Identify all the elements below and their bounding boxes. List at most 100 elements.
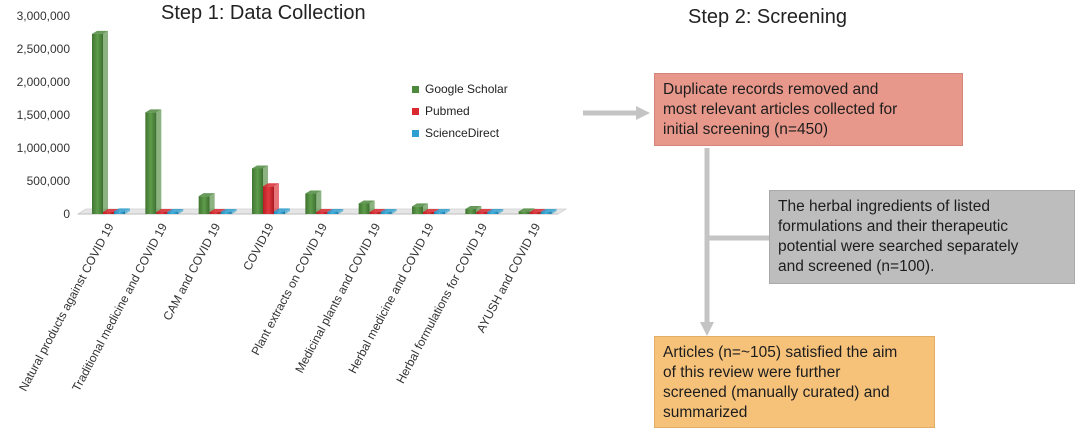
bar-front bbox=[263, 186, 274, 214]
bar-side bbox=[338, 209, 344, 214]
flow-arrows bbox=[583, 106, 769, 336]
bar-front bbox=[358, 203, 370, 214]
y-tick-label: 500,000 bbox=[27, 174, 71, 188]
bar-top bbox=[220, 209, 237, 212]
bar-top bbox=[369, 209, 386, 212]
screening-box-duplicates-removed: Duplicate records removed and most relev… bbox=[654, 73, 963, 146]
bar-top bbox=[145, 109, 162, 113]
bar-sciencedirect bbox=[220, 209, 237, 214]
x-tick-label: Natural products against COVID 19 bbox=[16, 221, 117, 394]
bar-front bbox=[369, 212, 381, 214]
bar-top bbox=[423, 209, 439, 212]
x-tick-label: Traditional medicine and COVID 19 bbox=[69, 221, 170, 394]
chart-bars bbox=[92, 30, 557, 214]
bar-front bbox=[220, 212, 232, 214]
legend-item: Pubmed bbox=[412, 104, 470, 118]
bar-google-scholar bbox=[198, 193, 215, 214]
bar-side bbox=[316, 190, 322, 214]
bar-front bbox=[412, 206, 423, 214]
screening-box-herbal-ingredients: The herbal ingredients of listed formula… bbox=[769, 190, 1075, 284]
bar-front bbox=[209, 212, 221, 214]
bar-sciencedirect bbox=[327, 209, 344, 214]
bar-side bbox=[156, 109, 162, 214]
bar-side bbox=[445, 209, 450, 214]
bar-front bbox=[145, 112, 157, 214]
bar-top bbox=[274, 208, 290, 212]
bar-side bbox=[125, 208, 130, 214]
bar-front bbox=[540, 212, 552, 214]
y-tick-label: 0 bbox=[63, 207, 70, 221]
bar-google-scholar bbox=[305, 190, 322, 214]
legend-item: ScienceDirect bbox=[412, 126, 500, 140]
bar-top bbox=[114, 208, 130, 212]
step2-title: Step 2: Screening bbox=[688, 6, 847, 28]
box1-line: initial screening (n=450) bbox=[663, 121, 828, 138]
bar-front bbox=[114, 211, 125, 214]
x-tick-labels: Natural products against COVID 19Traditi… bbox=[16, 221, 543, 394]
y-tick-label: 1,500,000 bbox=[17, 108, 71, 122]
bar-front bbox=[252, 168, 263, 214]
screening-box-final-articles: Articles (n=~105) satisfied the aim of t… bbox=[654, 336, 935, 428]
bar-top bbox=[487, 209, 504, 212]
bar-top bbox=[198, 193, 215, 197]
bar-top bbox=[380, 209, 397, 212]
arrow-head-icon bbox=[700, 322, 714, 336]
bar-top bbox=[465, 206, 482, 210]
bar-top bbox=[263, 183, 279, 187]
legend-label: Pubmed bbox=[425, 104, 470, 118]
legend-label: ScienceDirect bbox=[425, 126, 500, 140]
bar-side bbox=[391, 209, 397, 214]
legend-item: Google Scholar bbox=[412, 82, 508, 96]
bar-front bbox=[518, 211, 530, 214]
x-tick-label: COVID19 bbox=[240, 221, 277, 273]
x-tick-label: Herbal formulations for COVID 19 bbox=[393, 221, 490, 386]
bar-pubmed bbox=[263, 183, 279, 214]
bar-top bbox=[518, 208, 535, 212]
bar-side bbox=[285, 208, 290, 214]
bar-front bbox=[92, 33, 103, 214]
box3-line: Articles (n=~105) satisfied the aim bbox=[663, 344, 898, 361]
bar-top bbox=[209, 209, 226, 212]
box3-line: of this review were further bbox=[663, 364, 841, 381]
legend-swatch bbox=[412, 108, 419, 115]
bar-side bbox=[498, 209, 504, 214]
bar-top bbox=[540, 209, 557, 212]
bar-front bbox=[434, 212, 445, 214]
box2-line: and screened (n=100). bbox=[778, 258, 935, 275]
bar-top bbox=[252, 165, 268, 169]
bar-front bbox=[380, 212, 392, 214]
y-tick-label: 1,000,000 bbox=[17, 141, 71, 155]
bar-top bbox=[167, 209, 184, 212]
legend-label: Google Scholar bbox=[425, 82, 508, 96]
bar-front bbox=[167, 212, 179, 214]
box2-line: The herbal ingredients of listed bbox=[778, 198, 990, 215]
box3-line: summarized bbox=[663, 404, 748, 421]
bar-front bbox=[487, 212, 499, 214]
bar-side bbox=[551, 209, 557, 214]
bar-front bbox=[423, 212, 434, 214]
x-tick-label: CAM and COVID 19 bbox=[160, 221, 223, 323]
box1-line: most relevant articles collected for bbox=[663, 101, 898, 118]
legend-swatch bbox=[412, 86, 419, 93]
bar-top bbox=[305, 190, 322, 194]
bar-front bbox=[327, 212, 339, 214]
y-tick-label: 2,000,000 bbox=[17, 75, 71, 89]
box3-line: screened (manually curated) and bbox=[663, 384, 890, 401]
bar-front bbox=[156, 212, 168, 214]
bar-top bbox=[529, 209, 546, 212]
bar-top bbox=[327, 209, 344, 212]
bar-google-scholar bbox=[145, 109, 162, 214]
y-tick-label: 3,000,000 bbox=[17, 9, 71, 23]
bar-side bbox=[231, 209, 237, 214]
bar-side bbox=[274, 183, 279, 214]
bar-sciencedirect bbox=[540, 209, 557, 214]
bar-google-scholar bbox=[92, 30, 108, 214]
bar-side bbox=[209, 193, 215, 214]
bar-front bbox=[274, 211, 285, 214]
bar-top bbox=[92, 30, 108, 34]
bar-sciencedirect bbox=[380, 209, 397, 214]
bar-sciencedirect bbox=[167, 209, 184, 214]
bar-sciencedirect bbox=[114, 208, 130, 214]
